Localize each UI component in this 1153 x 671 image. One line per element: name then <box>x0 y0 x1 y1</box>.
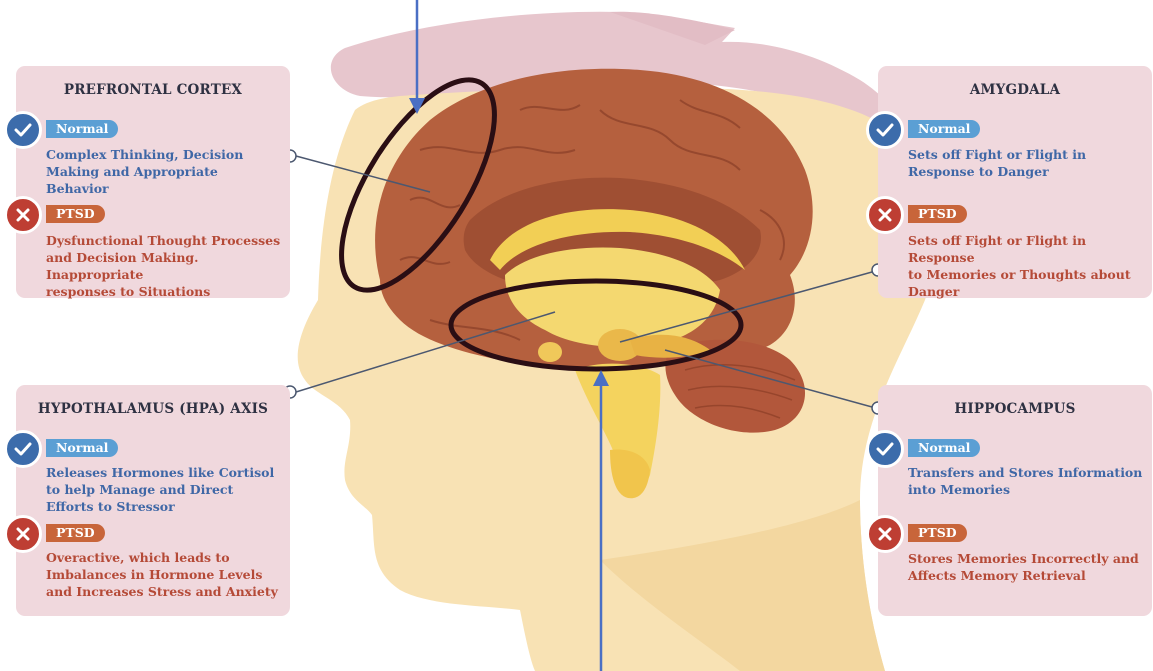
card-title: HYPOTHALAMUS (HPA) AXIS <box>16 401 290 417</box>
normal-description: Complex Thinking, Decision Making and Ap… <box>46 146 243 197</box>
normal-badge: Normal <box>46 120 118 138</box>
ptsd-badge: PTSD <box>46 524 105 542</box>
x-mark-icon <box>866 196 904 234</box>
normal-description: Releases Hormones like Cortisol to help … <box>46 464 274 515</box>
prefrontal-cortex-card: PREFRONTAL CORTEX Normal Complex Thinkin… <box>16 66 290 298</box>
card-title: HIPPOCAMPUS <box>878 401 1152 417</box>
checkmark-icon <box>4 111 42 149</box>
hypothalamus-card: HYPOTHALAMUS (HPA) AXIS Normal Releases … <box>16 385 290 616</box>
hypothalamus-shape <box>538 342 562 362</box>
hippocampus-card: HIPPOCAMPUS Normal Transfers and Stores … <box>878 385 1152 616</box>
normal-badge: Normal <box>908 439 980 457</box>
ptsd-badge: PTSD <box>46 205 105 223</box>
ptsd-badge: PTSD <box>908 524 967 542</box>
checkmark-icon <box>866 111 904 149</box>
checkmark-icon <box>4 430 42 468</box>
card-title: PREFRONTAL CORTEX <box>16 82 290 98</box>
normal-badge: Normal <box>46 439 118 457</box>
x-mark-icon <box>4 196 42 234</box>
ptsd-description: Dysfunctional Thought Processes and Deci… <box>46 232 290 300</box>
normal-description: Transfers and Stores Information into Me… <box>908 464 1142 498</box>
normal-badge: Normal <box>908 120 980 138</box>
amygdala-card: AMYGDALA Normal Sets off Fight or Flight… <box>878 66 1152 298</box>
ptsd-badge: PTSD <box>908 205 967 223</box>
normal-description: Sets off Fight or Flight in Response to … <box>908 146 1086 180</box>
ptsd-description: Overactive, which leads to Imbalances in… <box>46 549 278 600</box>
ptsd-description: Stores Memories Incorrectly and Affects … <box>908 550 1139 584</box>
ptsd-description: Sets off Fight or Flight in Response to … <box>908 232 1152 300</box>
x-mark-icon <box>866 515 904 553</box>
x-mark-icon <box>4 515 42 553</box>
card-title: AMYGDALA <box>878 82 1152 98</box>
checkmark-icon <box>866 430 904 468</box>
